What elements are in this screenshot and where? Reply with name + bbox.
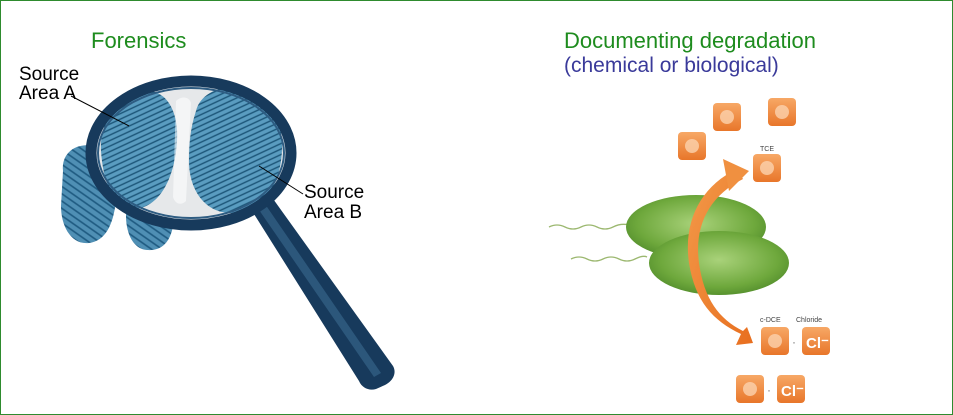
- tce-molecule-1: [678, 132, 706, 160]
- leader-line-area-b: [258, 165, 304, 195]
- plus-sign-2: ·: [767, 383, 771, 397]
- chloride-symbol-2: Cl⁻: [781, 383, 804, 400]
- chloride-symbol-1: Cl⁻: [806, 335, 829, 352]
- chloride-label: Chloride: [796, 317, 822, 324]
- source-area-b-label-line1: Source: [304, 182, 365, 203]
- source-area-b-label-line2: Area B: [304, 202, 363, 223]
- chloride-ion-1: [802, 327, 830, 355]
- chloride-ion-2: [777, 375, 805, 403]
- tce-molecule-2: [713, 103, 741, 131]
- dce-molecule-2: [736, 375, 764, 403]
- source-area-a-label-line2: Area A: [19, 83, 77, 104]
- bacterium-cell-lower: [649, 231, 789, 295]
- dce-label: c-DCE: [760, 317, 781, 324]
- degradation-title: Documenting degradation: [564, 28, 816, 53]
- magnifier-handle: [249, 196, 395, 390]
- source-area-a-label-line1: Source: [19, 64, 80, 85]
- tce-label: TCE: [760, 146, 774, 153]
- degradation-subtitle: (chemical or biological): [564, 54, 779, 77]
- plus-sign-1: ·: [792, 335, 796, 349]
- degradation-arrow: [687, 159, 753, 345]
- magnifier-lens: [85, 75, 297, 231]
- forensics-title: Forensics: [91, 28, 187, 53]
- dce-molecule-1: [761, 327, 789, 355]
- tce-molecule-4: [753, 154, 781, 182]
- leader-line-area-a: [70, 95, 130, 127]
- tce-molecule-3: [768, 98, 796, 126]
